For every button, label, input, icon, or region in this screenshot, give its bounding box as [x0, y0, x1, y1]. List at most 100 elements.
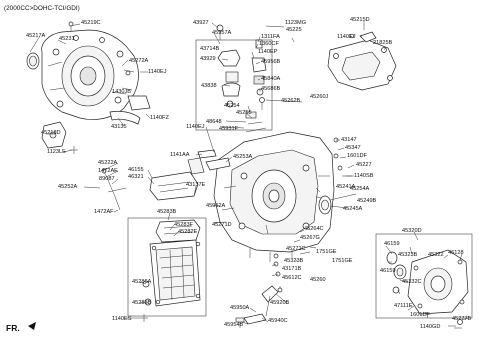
label-1472AE: 1472AE [98, 168, 118, 174]
transmission-case-icon [213, 131, 335, 262]
cover-assembly-box [375, 233, 473, 319]
label-45217A: 45217A [26, 33, 46, 39]
label-1472AF: 1472AF [94, 209, 114, 215]
label-45254A: 45254A [350, 186, 370, 192]
label-21825B: 21825B [373, 40, 393, 46]
label-89087: 89087 [99, 176, 115, 182]
label-43137E: 43137E [186, 182, 206, 188]
label-1140EJ-a: 1140EJ [148, 69, 167, 75]
label-45322: 45322 [428, 252, 444, 258]
header-text: (2000CC>DOHC-TCI/GDI) [4, 5, 80, 12]
label-45254: 45254 [224, 103, 240, 109]
label-45940C: 45940C [268, 318, 288, 324]
label-45277B: 45277B [452, 316, 472, 322]
label-45952A: 45952A [206, 203, 226, 209]
label-45840A: 45840A [261, 76, 281, 82]
oil-seal-icon [26, 52, 40, 70]
label-45260J: 45260J [310, 94, 329, 100]
leader-lines [29, 21, 469, 327]
label-1141AA: 1141AA [170, 152, 190, 158]
label-1751GE-b: 1751GE [332, 258, 353, 264]
label-45920B: 45920B [270, 300, 290, 306]
label-1430JB: 1430JB [112, 89, 131, 95]
bracket-icon [41, 121, 67, 149]
label-46155: 46155 [128, 167, 144, 173]
side-cover-icon [327, 39, 397, 91]
label-45253A: 45253A [233, 154, 253, 160]
oil-pan-icon [149, 239, 201, 307]
label-43838: 43838 [201, 83, 217, 89]
label-43147: 43147 [341, 137, 357, 143]
label-45323B-a: 45323B [284, 258, 304, 264]
label-45262B: 45262B [281, 98, 301, 104]
label-1140EJ-c: 1140EJ [186, 124, 205, 130]
label-43714B: 43714B [200, 46, 220, 52]
detent-lever-icon [235, 285, 279, 328]
label-45225: 45225 [286, 27, 302, 33]
label-45686B: 45686B [261, 86, 281, 92]
label-46159-a: 46159 [384, 241, 400, 247]
label-45272A: 45272A [129, 58, 149, 64]
label-1123MG: 1123MG [285, 20, 306, 26]
label-47111E: 47111E [394, 303, 413, 309]
label-1311FA: 1311FA [261, 34, 280, 40]
label-45252A: 45252A [58, 184, 78, 190]
label-45320D: 45320D [402, 228, 422, 234]
oil-seal-right-icon [318, 195, 332, 215]
label-45231: 45231 [59, 36, 75, 42]
front-arrow-icon [28, 322, 36, 330]
oil-level-gauge-icon [101, 168, 127, 211]
label-1601DF-a: 1601DF [347, 153, 367, 159]
label-45264C: 45264C [304, 226, 324, 232]
label-45271C: 45271C [286, 246, 306, 252]
label-45286A: 45286A [132, 279, 152, 285]
label-1140EP: 1140EP [258, 49, 278, 55]
label-45956B: 45956B [261, 59, 281, 65]
valve-body-box [127, 217, 207, 317]
label-43135: 43135 [111, 124, 127, 130]
label-45271D: 45271D [212, 222, 232, 228]
label-45227: 45227 [356, 162, 372, 168]
label-48648: 48648 [206, 119, 222, 125]
label-45215D: 45215D [350, 17, 370, 23]
solenoid-group-box [195, 39, 273, 131]
label-45931F: 45931F [219, 126, 239, 132]
oil-filter-icon [149, 157, 205, 201]
solenoid-valve-icon [216, 24, 241, 108]
label-1140GD: 1140GD [420, 324, 440, 330]
front-direction-label: FR. [6, 323, 20, 333]
label-1140ES: 1140ES [112, 316, 132, 322]
label-45249B: 45249B [357, 198, 377, 204]
label-1751GE-a: 1751GE [316, 249, 337, 255]
diff-cover-icon [407, 249, 469, 315]
bolt-lower-right-icon [454, 319, 463, 329]
label-45260: 45260 [310, 277, 326, 283]
label-45323B-b: 45323B [398, 252, 418, 258]
label-45347: 45347 [345, 145, 361, 151]
label-43929: 43929 [200, 56, 216, 62]
label-45332C: 45332C [402, 279, 422, 285]
oring-set-icon [386, 251, 407, 294]
label-1140FZ: 1140FZ [150, 115, 169, 121]
label-43927: 43927 [193, 20, 209, 26]
label-46321: 46321 [128, 174, 144, 180]
label-45222A: 45222A [98, 160, 118, 166]
label-45255: 45255 [236, 110, 252, 116]
pipe-icon [273, 253, 283, 293]
label-45241A: 45241A [336, 184, 356, 190]
label-1140SB: 1140SB [354, 173, 374, 179]
label-45218D: 45218D [41, 130, 61, 136]
label-46159-b: 46159 [380, 268, 396, 274]
linkage-icon [197, 111, 267, 171]
label-45283B: 45283B [157, 209, 177, 215]
label-1140EJ-b: 1140EJ [337, 34, 356, 40]
part-labels: 45219C 45217A 45231 45272A 1140EJ 1430JB… [26, 17, 472, 330]
label-45954B: 45954B [224, 322, 244, 328]
bracket-small-icon [349, 31, 377, 43]
label-45219C: 45219C [81, 20, 101, 26]
label-46128: 46128 [448, 250, 464, 256]
label-45957A: 45957A [212, 30, 232, 36]
label-1360CF: 1360CF [259, 41, 279, 47]
label-1123LE: 1123LE [47, 149, 66, 155]
